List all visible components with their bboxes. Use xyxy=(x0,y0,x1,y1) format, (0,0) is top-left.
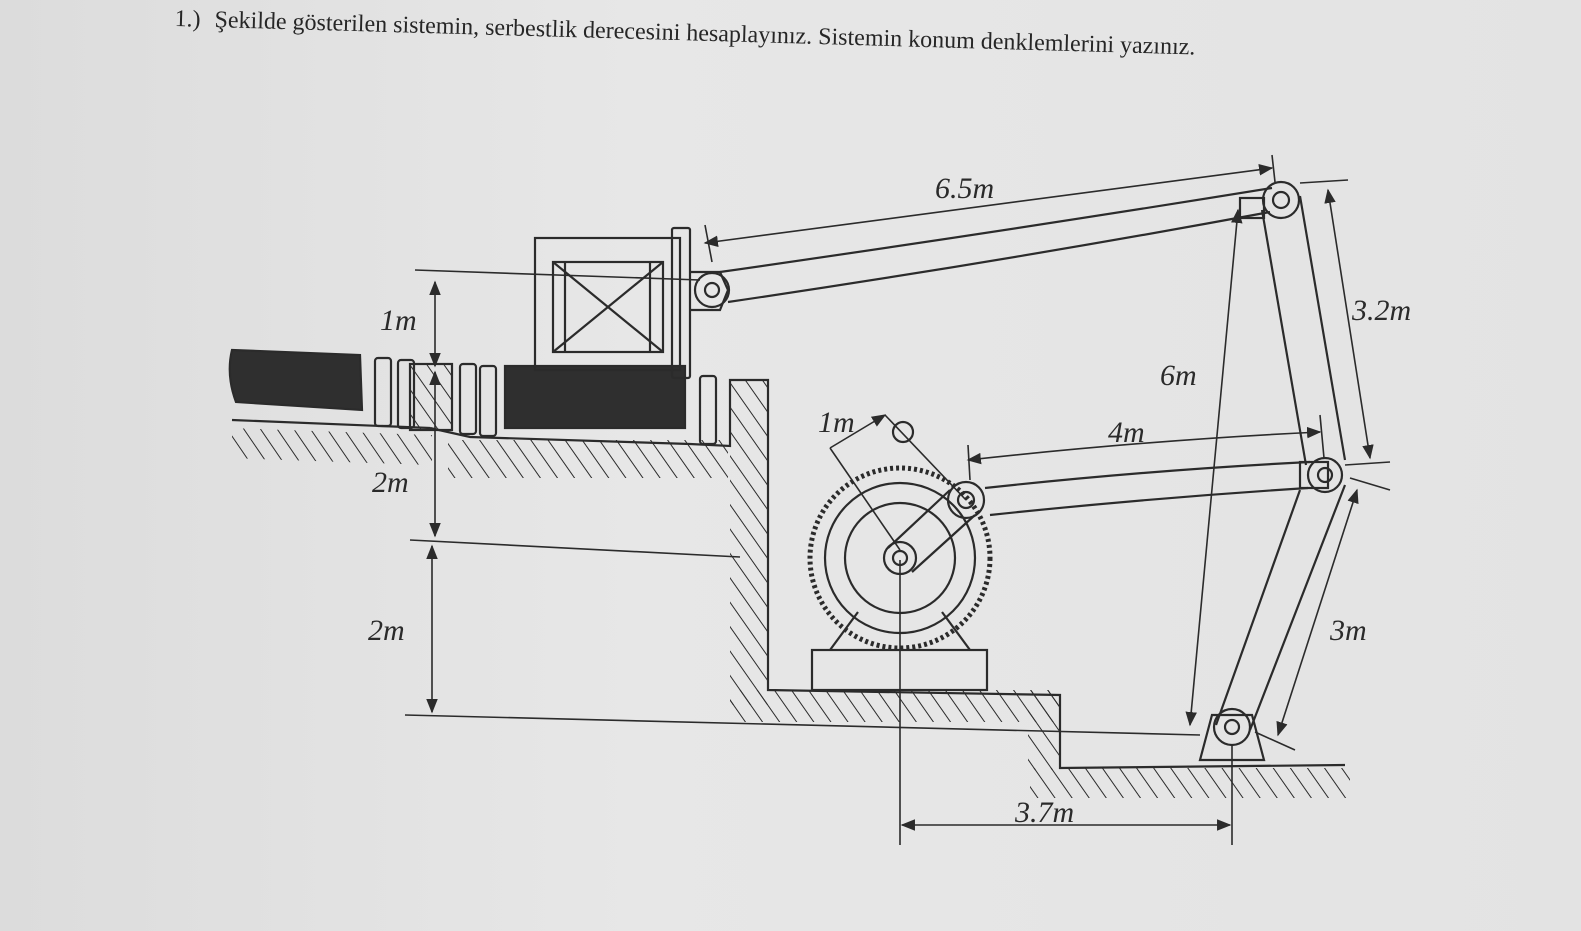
dimension-lines xyxy=(404,154,1391,845)
label-3-7m: 3.7m xyxy=(1014,796,1074,829)
slider-block xyxy=(503,226,731,446)
label-2m-upper: 2m xyxy=(372,466,409,499)
link-4m xyxy=(984,460,1311,517)
label-1m-left: 1m xyxy=(380,304,417,337)
label-6-5m: 6.5m xyxy=(935,172,994,205)
label-4m: 4m xyxy=(1108,416,1145,449)
label-2m-lower: 2m xyxy=(368,614,405,647)
ground xyxy=(231,378,1350,798)
label-3m: 3m xyxy=(1329,614,1367,647)
dimension-labels: 6.5m 1m 2m 2m 1m 4m 6m 3.2m 3m 3.7m xyxy=(368,172,1411,829)
top-pivot xyxy=(1238,180,1301,220)
crank-link xyxy=(887,420,986,573)
left-rail xyxy=(228,348,498,438)
label-3-2m: 3.2m xyxy=(1351,294,1411,327)
label-1m-crank: 1m xyxy=(818,406,855,439)
label-6m: 6m xyxy=(1160,359,1197,392)
